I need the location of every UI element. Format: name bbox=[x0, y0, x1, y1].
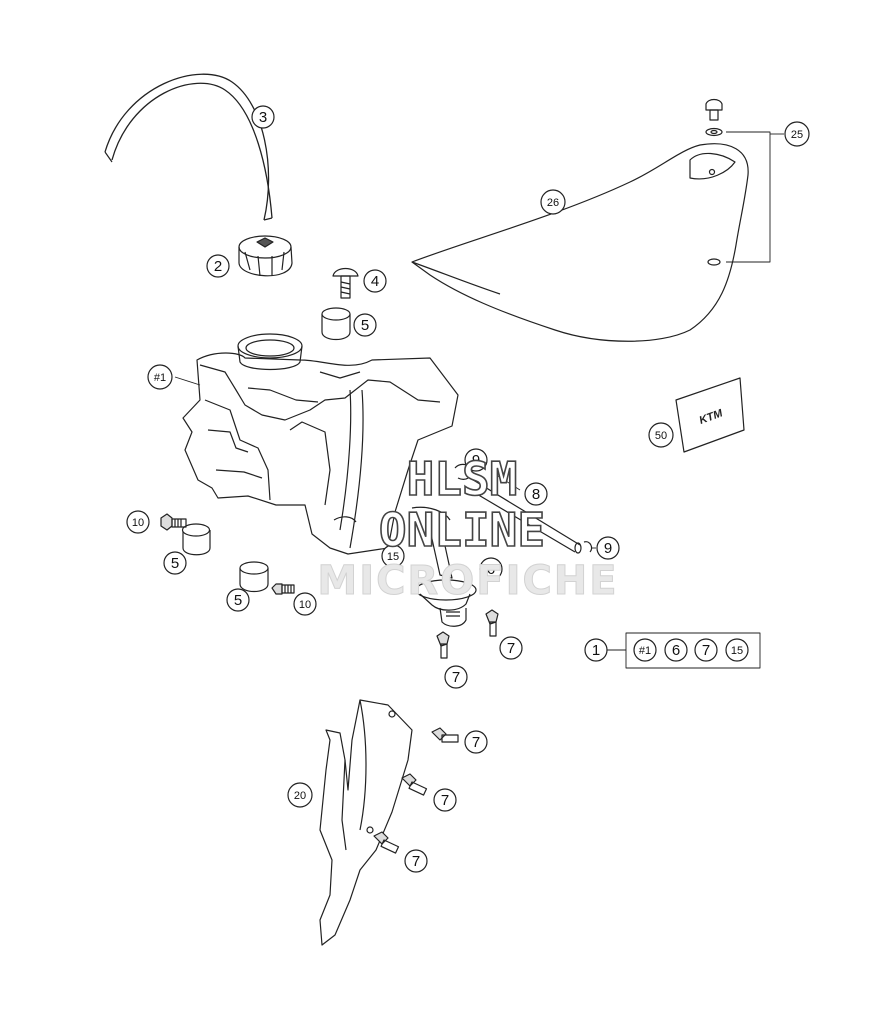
ktm-decal-part bbox=[675, 377, 745, 453]
svg-text:15: 15 bbox=[387, 551, 399, 563]
svg-text:1: 1 bbox=[592, 642, 600, 659]
svg-text:7: 7 bbox=[472, 734, 480, 751]
callout-2: 2 bbox=[206, 254, 230, 278]
svg-text:7: 7 bbox=[702, 642, 710, 659]
callout-10-left: 10 bbox=[126, 510, 150, 534]
rubber-bushing-part-left bbox=[181, 523, 211, 556]
svg-text:6: 6 bbox=[487, 561, 495, 578]
svg-text:4: 4 bbox=[371, 273, 379, 290]
spoiler-screw-part-2 bbox=[401, 773, 428, 796]
kit-group: 1 #1 6 7 15 bbox=[584, 638, 749, 662]
callout-9-right: 9 bbox=[596, 536, 620, 560]
svg-text:3: 3 bbox=[259, 109, 267, 126]
tap-screw-part-right bbox=[485, 609, 499, 637]
callout-25: 25 bbox=[784, 121, 810, 147]
rubber-bushing-part-bottom bbox=[239, 561, 269, 593]
leader-lines bbox=[174, 131, 784, 669]
callout-20: 20 bbox=[287, 782, 313, 808]
watermark-line-3: MICROFICHE bbox=[317, 558, 618, 604]
mount-bolt-part bbox=[332, 267, 359, 299]
kit-lead-callout: 1 bbox=[584, 638, 608, 662]
callout-tank: #1 bbox=[147, 364, 173, 390]
svg-text:7: 7 bbox=[452, 669, 460, 686]
decal-logo-text: KTM bbox=[698, 407, 725, 427]
svg-text:10: 10 bbox=[132, 517, 144, 529]
kit-item-6: 6 bbox=[664, 638, 688, 662]
svg-text:8: 8 bbox=[532, 486, 540, 503]
svg-text:9: 9 bbox=[604, 540, 612, 557]
svg-text:26: 26 bbox=[547, 197, 559, 209]
callout-26: 26 bbox=[540, 189, 566, 215]
callout-7-spoiler-3: 7 bbox=[404, 849, 428, 873]
callout-5-bottom: 5 bbox=[226, 588, 250, 612]
svg-text:25: 25 bbox=[791, 129, 803, 141]
callout-9-top: 9 bbox=[464, 448, 488, 472]
svg-text:20: 20 bbox=[294, 790, 306, 802]
fuel-tap-part bbox=[411, 506, 477, 627]
callout-7-tap-right: 7 bbox=[499, 636, 523, 660]
kit-item-7: 7 bbox=[694, 638, 718, 662]
svg-text:9: 9 bbox=[472, 452, 480, 469]
watermark-line-2: ONLINE bbox=[379, 503, 545, 557]
kit-item-tank: #1 bbox=[633, 638, 657, 662]
spoiler-screw-part-3 bbox=[373, 831, 400, 854]
svg-text:#1: #1 bbox=[639, 645, 651, 657]
line-art bbox=[104, 73, 784, 946]
callout-4: 4 bbox=[363, 269, 387, 293]
callout-7-spoiler-1: 7 bbox=[464, 730, 488, 754]
svg-text:10: 10 bbox=[299, 599, 311, 611]
svg-text:2: 2 bbox=[214, 258, 222, 275]
callout-6: 6 bbox=[479, 557, 503, 581]
rubber-bushing-part-top bbox=[321, 307, 351, 341]
callouts: 3 2 4 5 #1 10 5 5 bbox=[126, 105, 810, 873]
seat-fastener-part bbox=[705, 98, 723, 266]
callout-8: 8 bbox=[524, 482, 548, 506]
svg-text:5: 5 bbox=[171, 555, 179, 572]
svg-text:15: 15 bbox=[731, 645, 743, 657]
svg-text:7: 7 bbox=[441, 792, 449, 809]
kit-item-15: 15 bbox=[725, 638, 749, 662]
tank-spoiler-part bbox=[319, 699, 413, 946]
washer-bolt-part-bottom bbox=[271, 583, 295, 595]
vent-hose-part bbox=[104, 73, 273, 221]
watermark-line-1: HLSM bbox=[407, 452, 518, 506]
svg-text:50: 50 bbox=[655, 430, 667, 442]
svg-text:5: 5 bbox=[234, 592, 242, 609]
svg-text:6: 6 bbox=[672, 642, 680, 659]
svg-text:#1: #1 bbox=[154, 372, 166, 384]
callout-10-bottom: 10 bbox=[293, 592, 317, 616]
tap-screw-part-left bbox=[436, 631, 450, 659]
watermark: HLSM ONLINE MICROFICHE bbox=[317, 451, 618, 604]
callout-7-spoiler-2: 7 bbox=[433, 788, 457, 812]
callout-50: 50 bbox=[648, 422, 674, 448]
callout-5-left: 5 bbox=[163, 551, 187, 575]
callout-7-tap-left: 7 bbox=[444, 665, 468, 689]
fuel-cap-part bbox=[238, 235, 293, 277]
callout-3: 3 bbox=[251, 105, 275, 129]
svg-text:7: 7 bbox=[507, 640, 515, 657]
callout-15: 15 bbox=[381, 544, 405, 568]
seat-part bbox=[411, 143, 749, 342]
svg-text:5: 5 bbox=[361, 317, 369, 334]
callout-5-top: 5 bbox=[353, 313, 377, 337]
spoiler-screw-part-1 bbox=[431, 727, 459, 743]
svg-text:7: 7 bbox=[412, 853, 420, 870]
washer-bolt-part-left bbox=[160, 513, 187, 531]
fuel-tank-part bbox=[182, 333, 459, 555]
